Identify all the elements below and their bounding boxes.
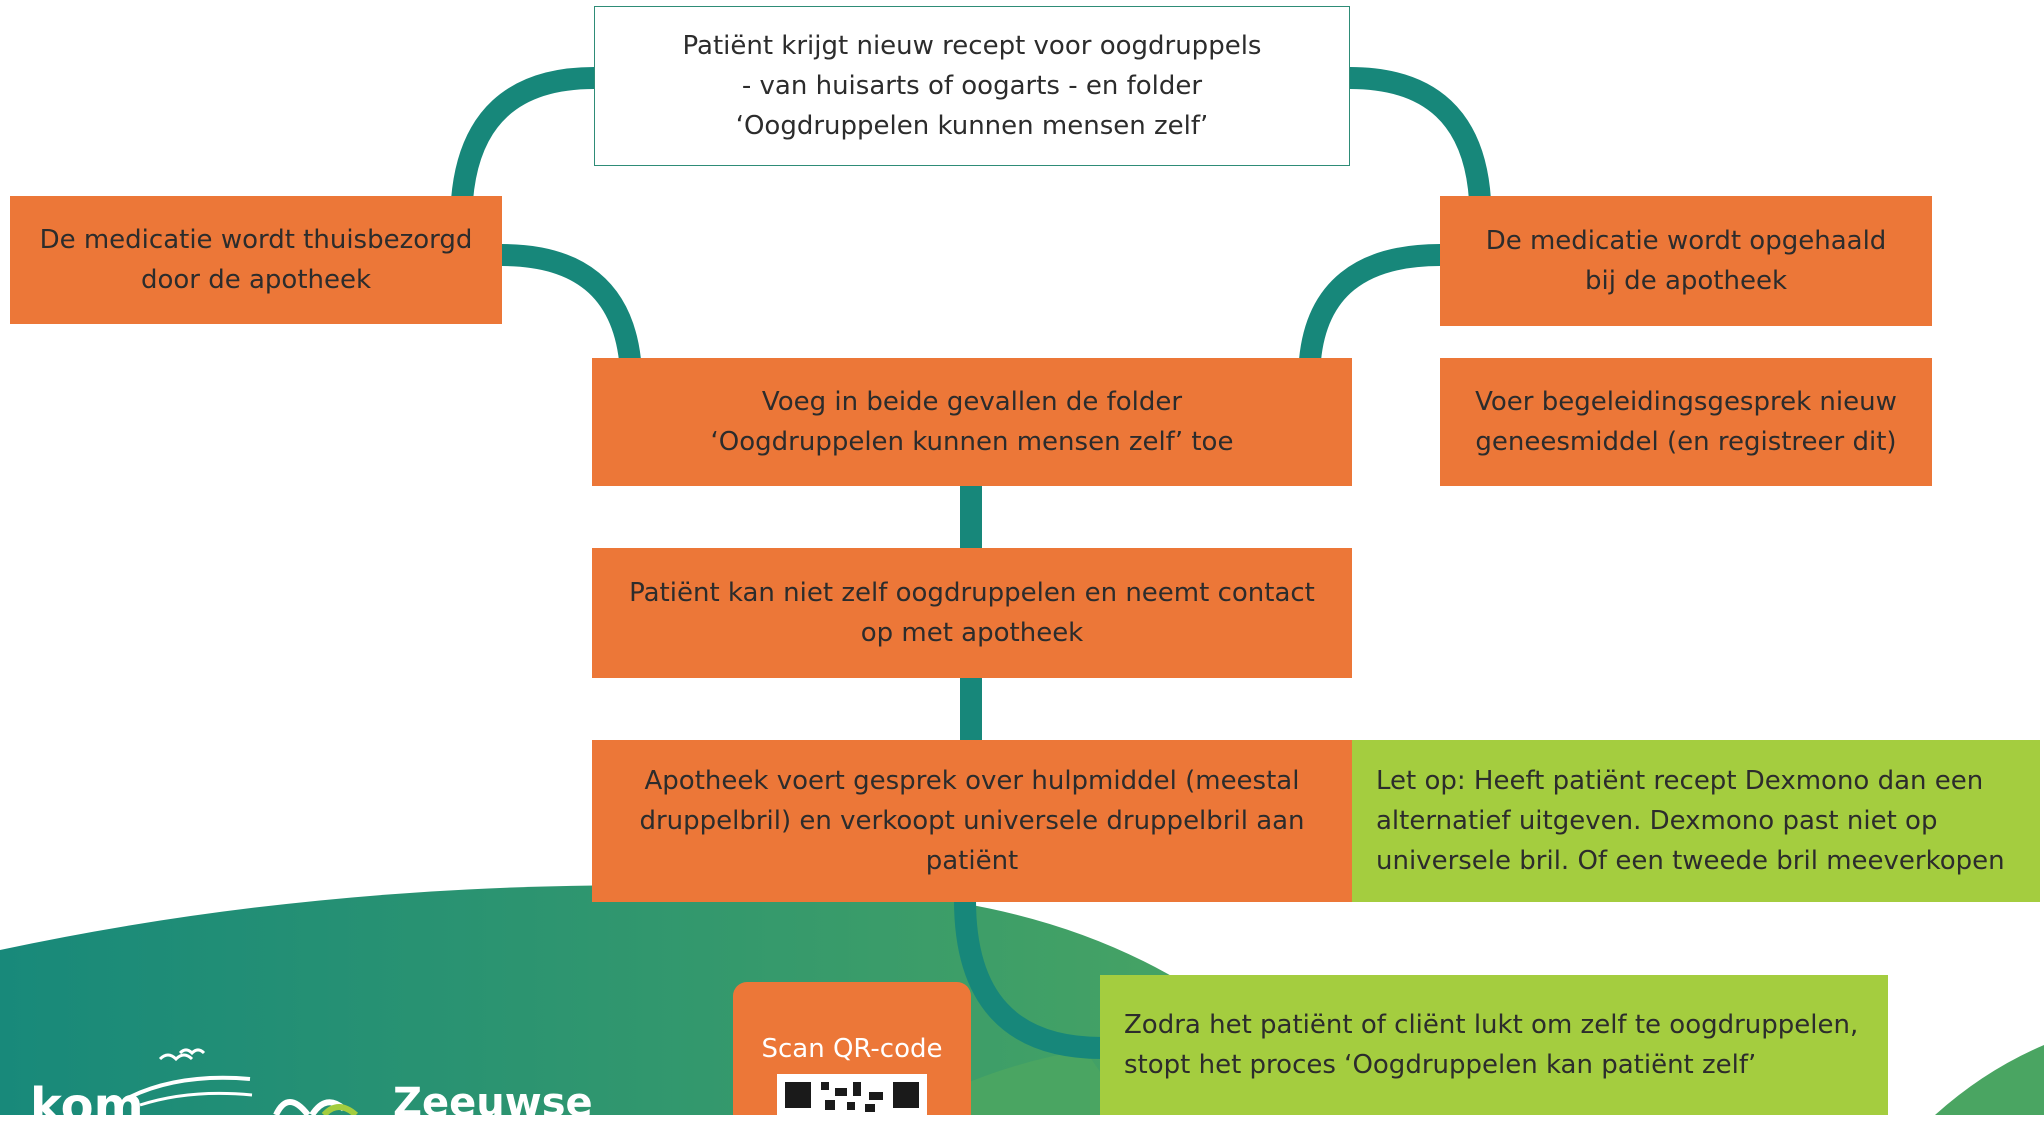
qr-code-tab[interactable]: Scan QR-code [733,982,971,1115]
start-node: Patiënt krijgt nieuw recept voor oogdrup… [594,6,1350,166]
zeeuwse-logo-icon [273,1099,358,1115]
counseling-node-text: Voer begeleidingsgesprek nieuw geneesmid… [1475,387,1897,457]
dexmono-note: Let op: Heeft patiënt recept Dexmono dan… [1352,740,2040,902]
dexmono-note-text: Let op: Heeft patiënt recept Dexmono dan… [1376,766,2005,876]
contact-node: Patiënt kan niet zelf oogdruppelen en ne… [592,548,1352,678]
add-folder-node-text: Voeg in beide gevallen de folder ‘Oogdru… [710,387,1234,457]
connector-start-right [1349,67,1491,201]
logo-left-text: kom [30,1078,144,1134]
aid-node: Apotheek voert gesprek over hulpmiddel (… [592,740,1352,902]
counseling-node: Voer begeleidingsgesprek nieuw geneesmid… [1440,358,1932,486]
logo-right-text: Zeeuwse [393,1080,593,1126]
connector-aid-end [954,899,1103,1059]
qr-code-icon [777,1074,927,1115]
start-node-text: Patiënt krijgt nieuw recept voor oogdrup… [682,31,1262,141]
green-hill-right [1935,1045,2044,1115]
connector-start-left [451,67,595,202]
delivered-node: De medicatie wordt thuisbezorgd door de … [10,196,502,324]
connector-left-center [501,244,641,362]
bird-wave-logo-icon [129,1048,253,1107]
aid-node-text: Apotheek voert gesprek over hulpmiddel (… [639,766,1305,876]
connector-right-center [1299,244,1441,362]
end-node-text: Zodra het patiënt of cliënt lukt om zelf… [1124,1010,1859,1080]
end-node: Zodra het patiënt of cliënt lukt om zelf… [1100,975,1888,1115]
scan-qr-label: Scan QR-code [761,1034,943,1064]
pickup-node: De medicatie wordt opgehaald bij de apot… [1440,196,1932,326]
delivered-node-text: De medicatie wordt thuisbezorgd door de … [39,225,473,295]
add-folder-node: Voeg in beide gevallen de folder ‘Oogdru… [592,358,1352,486]
contact-node-text: Patiënt kan niet zelf oogdruppelen en ne… [629,578,1315,648]
pickup-node-text: De medicatie wordt opgehaald bij de apot… [1485,226,1887,296]
